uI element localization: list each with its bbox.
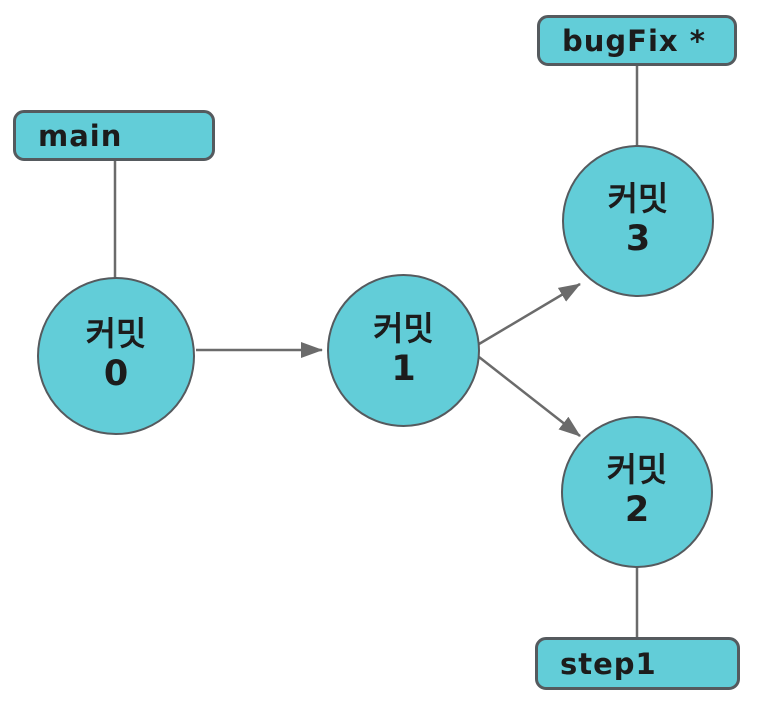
commit-0-name: 커밋 (85, 314, 147, 354)
commit-2-name: 커밋 (606, 450, 668, 490)
commit-0-number: 0 (103, 354, 129, 395)
branch-label-step1: step1 (535, 637, 740, 690)
commit-node-3: 커밋 3 (562, 145, 714, 297)
commit-node-2: 커밋 2 (561, 416, 713, 568)
commit-3-number: 3 (625, 219, 651, 260)
edge-arrow-commit1-to-commit3 (478, 282, 581, 346)
branch-label-main: main (13, 110, 215, 161)
commit-node-0: 커밋 0 (37, 277, 195, 435)
commit-node-1: 커밋 1 (327, 274, 480, 427)
branch-label-bugfix-current: bugFix * (537, 15, 737, 66)
commit-3-name: 커밋 (607, 179, 669, 219)
commit-1-name: 커밋 (373, 308, 434, 348)
commit-1-number: 1 (391, 348, 416, 389)
branch-label-step1-text: step1 (560, 646, 657, 681)
branch-label-bugfix-text: bugFix * (562, 23, 706, 58)
branch-label-main-text: main (38, 118, 123, 153)
commit-2-number: 2 (624, 490, 650, 531)
edge-arrow-commit1-to-commit2 (478, 356, 581, 437)
